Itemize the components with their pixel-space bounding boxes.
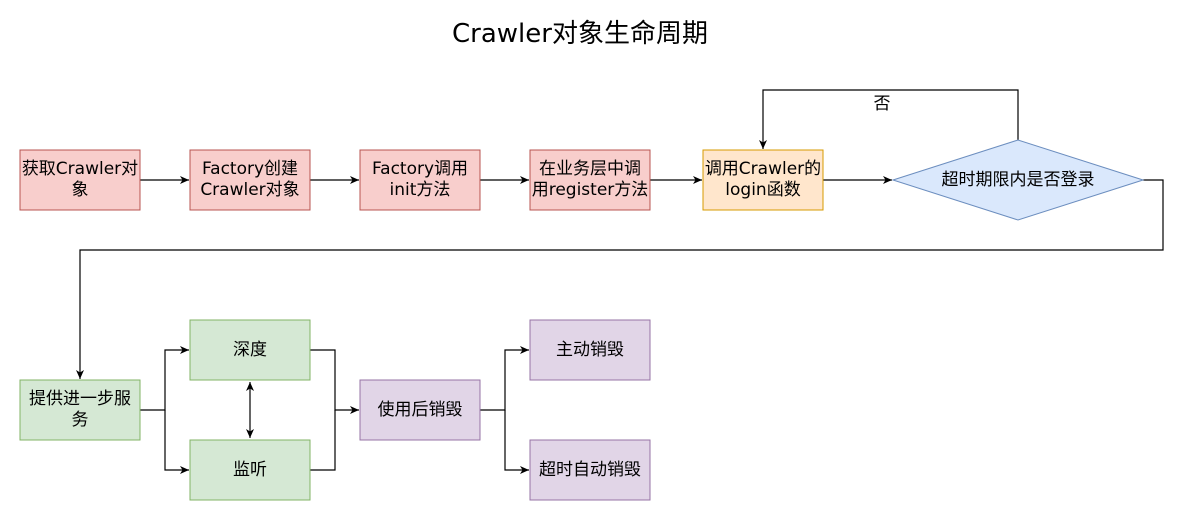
node-call-login: 调用Crawler的 login函数	[702, 149, 824, 211]
node-timeout-destroy: 超时自动销毁	[529, 439, 651, 501]
node-call-login-line-2: login函数	[725, 180, 800, 200]
node-factory-create-line-1: Factory创建	[202, 159, 298, 179]
node-factory-init-line-2: init方法	[390, 180, 451, 200]
node-destroy-after-use: 使用后销毁	[359, 379, 481, 441]
node-get-crawler-line-2: 象	[72, 180, 89, 200]
edge-service-to-depth	[140, 346, 189, 411]
node-factory-init: Factory调用 init方法	[359, 149, 481, 211]
node-provide-service: 提供进一步服 务	[19, 379, 141, 441]
node-active-destroy-label: 主动销毁	[556, 340, 624, 360]
edge-check-to-service	[76, 179, 1164, 379]
node-listen-label: 监听	[233, 460, 267, 480]
edge-depth-to-destroy	[310, 349, 359, 414]
node-business-register: 在业务层中调 用register方法	[529, 149, 651, 211]
diagram-title: Crawler对象生命周期	[452, 19, 708, 49]
node-business-register-line-2: 用register方法	[532, 180, 649, 200]
edge-listen-to-destroy	[310, 410, 336, 471]
edges	[76, 89, 1164, 474]
node-call-login-line-1: 调用Crawler的	[705, 159, 821, 179]
edge-destroy-to-timeout	[504, 410, 529, 474]
node-listen: 监听	[189, 439, 311, 501]
node-depth-label: 深度	[233, 340, 267, 360]
node-provide-service-line-2: 务	[72, 410, 89, 430]
node-timeout-check-label: 超时期限内是否登录	[942, 170, 1095, 190]
node-factory-create-line-2: Crawler对象	[200, 180, 299, 200]
edge-service-to-listen	[164, 410, 189, 474]
node-timeout-check: 超时期限内是否登录	[891, 139, 1145, 221]
node-depth: 深度	[189, 319, 311, 381]
node-get-crawler: 获取Crawler对 象	[19, 149, 141, 211]
node-factory-create: Factory创建 Crawler对象	[189, 149, 311, 211]
node-business-register-line-1: 在业务层中调	[539, 159, 641, 179]
edge-destroy-to-active	[480, 346, 529, 411]
edge-label-no: 否	[874, 94, 891, 114]
node-provide-service-line-1: 提供进一步服	[29, 389, 131, 409]
node-timeout-destroy-label: 超时自动销毁	[539, 460, 641, 480]
node-factory-init-line-1: Factory调用	[372, 159, 468, 179]
node-destroy-after-use-label: 使用后销毁	[378, 399, 463, 420]
edge-check-no-loop	[759, 89, 1019, 149]
node-active-destroy: 主动销毁	[529, 319, 651, 381]
node-get-crawler-line-1: 获取Crawler对	[22, 159, 138, 179]
